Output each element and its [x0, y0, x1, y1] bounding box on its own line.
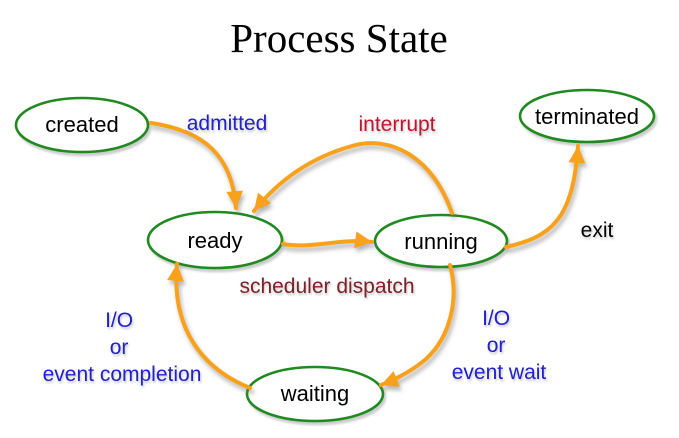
- state-label-terminated: terminated: [535, 104, 639, 129]
- transition-arrow-scheduler-dispatch: [281, 231, 374, 249]
- label-line: or: [110, 336, 129, 359]
- label-line: event completion: [43, 363, 202, 386]
- state-node-terminated: terminated: [518, 88, 656, 144]
- state-label-running: running: [404, 229, 477, 254]
- state-label-created: created: [45, 112, 118, 137]
- state-ellipse-waiting: [245, 365, 385, 423]
- state-node-created: created: [14, 96, 150, 154]
- transition-arrow-admitted: [149, 121, 244, 210]
- label-line: event wait: [452, 361, 547, 384]
- transition-arrow-io-event-wait: [379, 263, 456, 387]
- transition-arrows: [149, 121, 586, 390]
- state-ellipse-ready: [146, 210, 284, 270]
- state-label-waiting: waiting: [280, 381, 349, 406]
- state-node-running: running: [373, 213, 509, 269]
- transition-arrow-exit: [504, 144, 586, 249]
- label-line: I/O: [105, 309, 133, 332]
- state-node-ready: ready: [146, 210, 284, 270]
- diagram-title: Process State: [230, 15, 448, 61]
- state-ellipse-terminated: [518, 88, 656, 144]
- state-ellipse-running: [373, 213, 509, 269]
- transition-arrow-interrupt: [252, 141, 454, 215]
- transition-label-scheduler-dispatch: scheduler dispatch: [239, 275, 414, 298]
- transition-label-exit: exit: [581, 219, 614, 242]
- state-node-waiting: waiting: [245, 365, 385, 423]
- label-line: or: [487, 334, 506, 357]
- transition-label-io-event-wait: I/O or event wait: [452, 307, 547, 384]
- label-line: I/O: [482, 307, 510, 330]
- transition-label-admitted: admitted: [187, 112, 268, 135]
- state-label-ready: ready: [187, 228, 242, 253]
- transition-label-interrupt: interrupt: [358, 113, 435, 136]
- transition-label-io-event-completion: I/O or event completion: [43, 309, 202, 386]
- state-ellipse-created: [14, 96, 150, 154]
- transition-arrow-io-event-completion: [167, 262, 252, 390]
- transition-labels: admitted interrupt scheduler dispatch ex…: [43, 112, 614, 386]
- state-nodes: created ready running waiting terminated: [14, 88, 656, 423]
